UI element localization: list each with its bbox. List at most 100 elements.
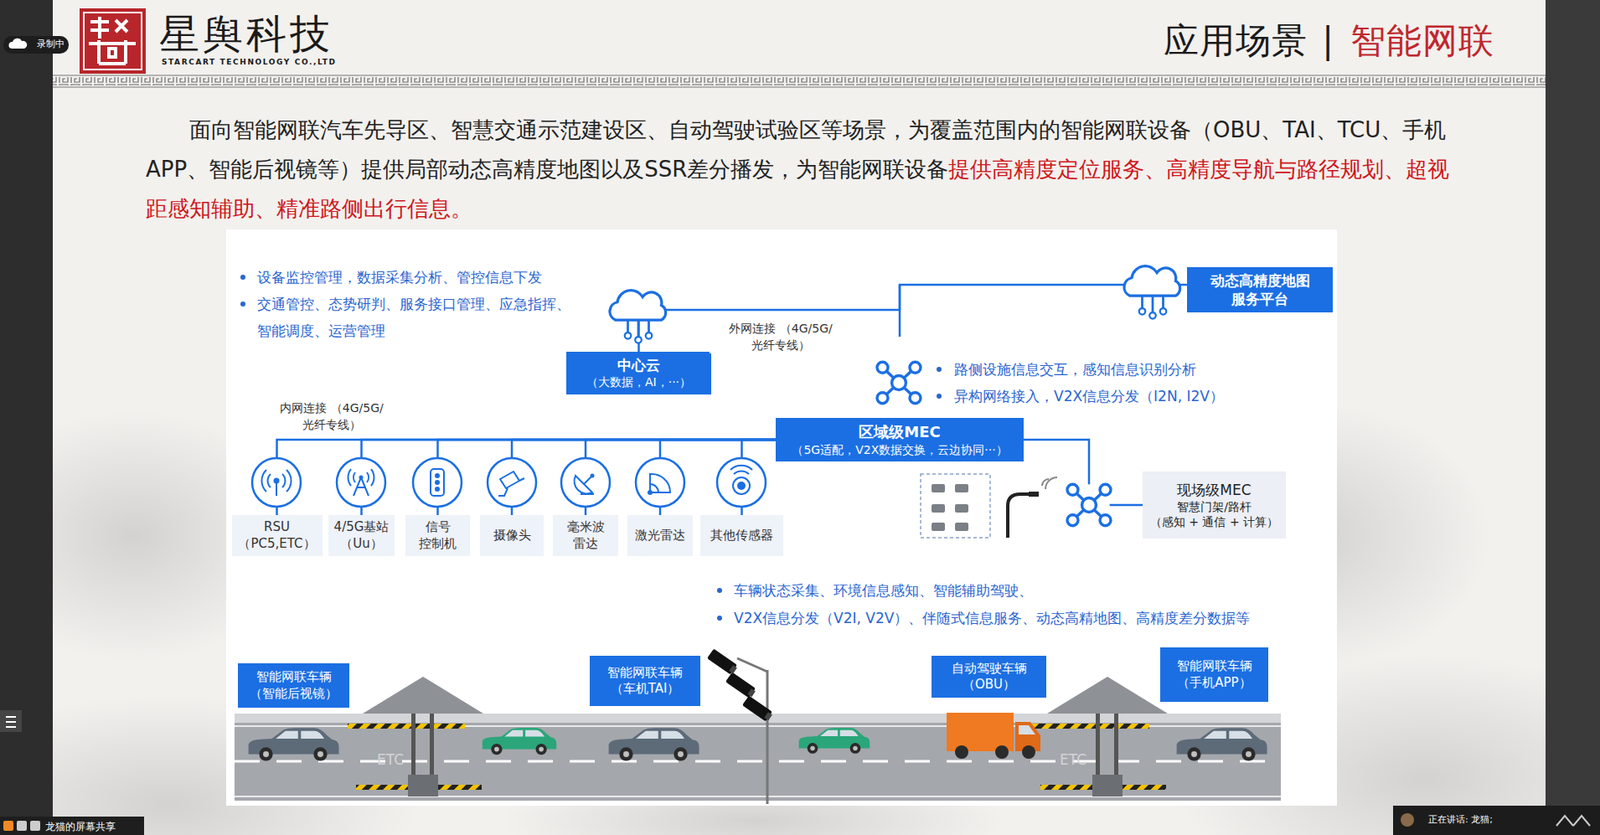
field-mec-box: 现场级MEC智慧门架/路杆（感知 + 通信 + 计算）: [1142, 471, 1286, 539]
text-label: ETC: [376, 751, 404, 769]
lidar-glyph: [650, 474, 671, 493]
bullet-dot: [936, 393, 942, 399]
mec-box: 区域级MEC（5G适配，V2X数据交换，云边协同···）: [775, 418, 1024, 462]
node-subtitle: （手机APP）: [1176, 675, 1251, 692]
car-wheel: [673, 747, 687, 761]
menu-button: [0, 710, 22, 733]
device-mini-icon: [954, 484, 969, 493]
sensor-icon-ring: [635, 458, 685, 507]
app-right-bar: [1545, 0, 1600, 835]
lamp-pole: [1007, 494, 1033, 538]
sensor-icon-ring: [561, 458, 610, 507]
share-icon: [3, 820, 14, 831]
cloud-leg-dot: [1160, 308, 1167, 315]
device-mini-icon: [931, 504, 945, 513]
menu-line: [5, 716, 16, 718]
wireless-arcs: [1042, 477, 1058, 490]
text-label: 车辆状态采集、环境信息感知、智能辅助驾驶、: [733, 577, 1033, 604]
sensor-box: 其他传感器: [700, 515, 784, 557]
rsu-waves: [261, 469, 291, 496]
text-label: 路侧设施信息交互，感知信息识别分析: [954, 356, 1197, 383]
car-wheel: [258, 747, 273, 761]
hub-satellite: [1067, 515, 1079, 527]
text-label: 龙猫的屏幕共享: [45, 820, 116, 833]
truck-wheel: [954, 745, 969, 759]
hub-satellite: [1099, 515, 1111, 527]
car-window: [635, 731, 685, 739]
sensor-box: 信号 控制机: [405, 515, 470, 557]
logo-glyph: [88, 16, 136, 64]
menu-line: [5, 721, 16, 723]
sensor-icon: [561, 458, 610, 507]
truck-wheel: [1021, 745, 1036, 759]
bullet-dot: [240, 274, 246, 280]
car-hub: [623, 751, 630, 758]
signal-lamp: [434, 486, 440, 492]
sensor-icon-ring: [252, 458, 301, 507]
sensor-box: 4/5G基站（Uu）: [328, 515, 395, 557]
node-subtitle: （5G适配，V2X数据交换，云边协同···）: [791, 442, 1007, 458]
diagram-panel: [226, 229, 1337, 806]
camera-pole: [766, 670, 770, 805]
car-wheel: [619, 747, 633, 761]
node-title: 激光雷达: [634, 527, 686, 545]
car-hub: [852, 746, 857, 751]
hub-satellite: [1099, 484, 1111, 496]
toll-booth: [1092, 774, 1123, 797]
connector-line: [585, 439, 776, 516]
node-title: 中心云: [617, 356, 661, 375]
text-label: |: [1321, 20, 1334, 62]
car-wheel: [1241, 747, 1255, 761]
hub-satellite: [877, 392, 888, 404]
speaker-avatar: [1400, 813, 1415, 827]
toll-roof: [1047, 676, 1168, 714]
network-branch: [898, 284, 902, 337]
car-window: [275, 731, 325, 739]
sensor-icon: [635, 458, 685, 507]
text-label: 交通管控、态势研判、服务接口管理、应急指挥、 智能调度、运营管理: [257, 290, 578, 345]
node-subtitle: （智能后视镜）: [249, 686, 338, 703]
sensor-box: 激光雷达: [627, 515, 693, 557]
text-label: 录制中: [36, 37, 65, 52]
sensor-box: RSU（PC5,ETC）: [232, 515, 323, 557]
camera-lens: [747, 688, 756, 697]
text-label: 正在讲话: 龙猫;: [1428, 813, 1493, 826]
car-window: [1203, 731, 1253, 739]
cloud-icon: [609, 290, 666, 344]
car-hub: [494, 747, 500, 753]
truck-window: [1018, 725, 1036, 735]
car-hub: [1191, 751, 1198, 758]
camera-arm: [737, 658, 768, 672]
device-mini-icon: [954, 504, 969, 513]
sensor-core: [737, 481, 746, 491]
sensor-icon: [336, 458, 386, 507]
device-mini-icon: [931, 522, 945, 532]
edge-label: 外网连接 （4G/5G/光纤专线）: [709, 320, 852, 354]
text-label: V2X信息分发（V2I, V2V）、伴随式信息服务、动态高精地图、高精度差分数据…: [733, 604, 1250, 632]
truck-wheel: [995, 745, 1009, 759]
sensor-waves: [730, 465, 753, 475]
share-icon: [16, 820, 27, 831]
vehicle-box: 智能网联车辆（手机APP）: [1160, 647, 1269, 702]
cloud-outline: [1124, 266, 1181, 296]
signal-lamp: [434, 480, 440, 486]
signal-housing: [430, 469, 444, 496]
node-subtitle: （PC5,ETC）: [237, 536, 315, 553]
node-subtitle: （感知 + 通信 + 计算）: [1150, 514, 1279, 530]
car-window: [820, 730, 859, 737]
camera: [742, 696, 775, 723]
node-subtitle: （Uu）: [340, 536, 383, 553]
logo-seal-border: [83, 12, 142, 70]
share-icon: [30, 820, 41, 831]
node-title: 信号 控制机: [410, 519, 465, 553]
sensor-icon: [717, 458, 766, 507]
node-title: 智能网联车辆: [1176, 658, 1253, 676]
camera-body: [742, 696, 773, 723]
cloud-leg-dot: [1149, 312, 1157, 320]
node-title: 自动驾驶车辆: [951, 660, 1028, 678]
node-title: 现场级MEC: [1176, 480, 1251, 500]
node-title: 区域级MEC: [858, 422, 940, 442]
record-pill: [3, 36, 69, 54]
car-wheel: [1187, 747, 1201, 761]
